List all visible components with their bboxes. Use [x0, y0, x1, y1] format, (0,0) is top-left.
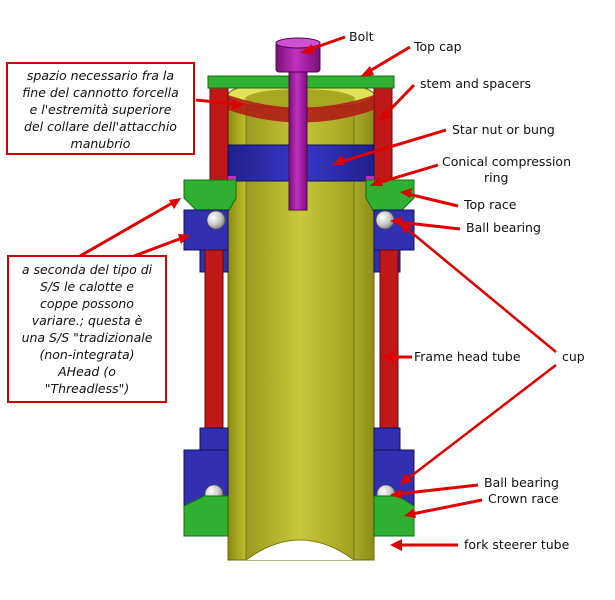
label-fork-steerer-tube: fork steerer tube: [464, 537, 570, 552]
pointer-arrows: [79, 35, 557, 551]
label-stem-spacers: stem and spacers: [420, 76, 531, 91]
label-conical-ring-1: Conical compression: [442, 154, 571, 169]
note-top-line: del collare dell'attacchio: [24, 119, 177, 134]
label-bolt: Bolt: [349, 29, 374, 44]
label-ball-bearing-bottom: Ball bearing: [484, 475, 559, 490]
crown-race: [183, 495, 415, 537]
label-ball-bearing-top: Ball bearing: [466, 220, 541, 235]
note-left-line: S/S le calotte e: [39, 279, 134, 294]
label-cup: cup: [562, 349, 585, 364]
note-left-line: "Threadless"): [44, 381, 130, 396]
label-top-race: Top race: [463, 197, 517, 212]
note-top-line: e l'estremità superiore: [29, 102, 172, 117]
note-steerer-spacing: spazio necessario fra la fine del cannot…: [6, 62, 195, 155]
bolt: [275, 37, 321, 211]
note-left-line: (non-integrata): [39, 347, 135, 362]
note-left-line: AHead (o: [58, 364, 116, 379]
note-top-line: spazio necessario fra la: [26, 68, 175, 83]
note-left-line: coppe possono: [40, 296, 134, 311]
note-left-line: a seconda del tipo di: [21, 262, 153, 277]
label-crown-race: Crown race: [488, 491, 559, 506]
label-top-cap: Top cap: [413, 39, 462, 54]
ball-bearing-top: [206, 210, 395, 230]
note-top-line: manubrio: [70, 136, 131, 151]
label-star-nut: Star nut or bung: [452, 122, 555, 137]
note-headset-type: a seconda del tipo di S/S le calotte e c…: [7, 255, 167, 403]
note-left-line: una S/S "tradizionale: [21, 330, 153, 345]
label-conical-ring-2: ring: [484, 170, 508, 185]
note-left-line: variare.; questa è: [31, 313, 143, 328]
label-frame-head-tube: Frame head tube: [414, 349, 521, 364]
note-top-line: fine del cannotto forcella: [22, 85, 179, 100]
